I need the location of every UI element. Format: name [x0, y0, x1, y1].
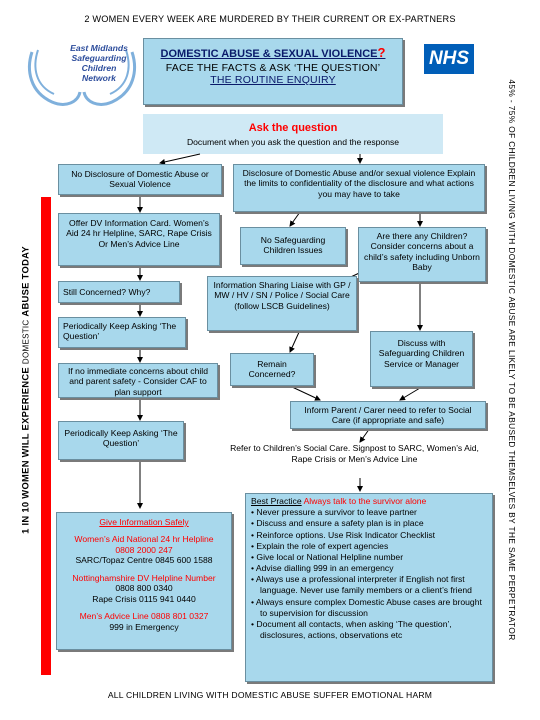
best-practice-list: Never pressure a survivor to leave partn… — [251, 507, 487, 641]
safely-box: Give Information Safely Women’s Aid Nati… — [56, 512, 232, 650]
hands-icon — [28, 49, 136, 106]
header-title: DOMESTIC ABUSE & SEXUAL VIOLENCE? — [144, 45, 402, 60]
remain-concerned-box: Remain Concerned? — [230, 353, 314, 386]
safely-heading: Give Information Safely — [99, 517, 189, 527]
best-practice-item: Always ensure complex Domestic Abuse cas… — [251, 597, 487, 619]
womens-aid-number: 0808 2000 247 — [115, 544, 173, 555]
best-practice-item: Reinforce options. Use Risk Indicator Ch… — [251, 530, 487, 541]
keep-asking-box-1: Periodically Keep Asking ‘The Question’ — [58, 317, 186, 348]
best-practice-item: Advise dialling 999 in an emergency — [251, 563, 487, 574]
no-safeguarding-box: No Safeguarding Children Issues — [240, 227, 346, 265]
info-sharing-box: Information Sharing Liaise with GP / MW … — [207, 276, 357, 331]
network-logo: East Midlands Safeguarding Children Netw… — [22, 40, 142, 112]
discuss-safeguarding-box: Discuss with Safeguarding Children Servi… — [370, 331, 473, 387]
arrow-to-remain — [289, 329, 301, 353]
womens-aid-label: Women’s Aid National 24 hr Helpline — [74, 534, 214, 545]
sarc-line: SARC/Topaz Centre 0845 600 1588 — [75, 555, 213, 566]
still-concerned-box: Still Concerned? Why? — [58, 281, 180, 303]
keep-asking-box-2: Periodically Keep Asking ‘The Question’ — [58, 421, 184, 460]
logo-text: East Midlands Safeguarding Children Netw… — [64, 43, 134, 84]
red-side-bar — [41, 197, 51, 675]
refer-social-care-text: Refer to Children’s Social Care. Signpos… — [230, 443, 479, 464]
no-concerns-box: If no immediate concerns about child and… — [58, 363, 218, 398]
header-subtitle: FACE THE FACTS & ASK ‘THE QUESTION’ — [165, 62, 381, 74]
logo-line-4: Network — [82, 72, 116, 83]
best-practice-item: Always use a professional interpreter if… — [251, 574, 487, 596]
header-routine: THE ROUTINE ENQUIRY — [210, 74, 336, 86]
header-box: DOMESTIC ABUSE & SEXUAL VIOLENCE? FACE T… — [143, 38, 403, 105]
ask-title: Ask the question — [248, 122, 338, 134]
mens-advice-line: Men’s Advice Line 0808 801 0327 — [79, 611, 209, 622]
best-practice-label: Best Practice — [251, 496, 302, 506]
best-practice-item: Discuss and ensure a safety plan is in p… — [251, 518, 487, 529]
logo-line-2: Safeguarding — [71, 52, 127, 63]
notts-number: 0808 800 0340 — [115, 583, 173, 594]
best-practice-item: Never pressure a survivor to leave partn… — [251, 507, 487, 518]
best-practice-item: Give local or National Helpline number — [251, 552, 487, 563]
arrow-to-refer — [359, 427, 371, 443]
no-disclosure-box: No Disclosure of Domestic Abuse or Sexua… — [58, 164, 222, 195]
bottom-caption: ALL CHILDREN LIVING WITH DOMESTIC ABUSE … — [107, 690, 433, 700]
arrow-to-no-safeguarding — [289, 211, 301, 227]
best-practice-item: Document all contacts, when asking ‘The … — [251, 619, 487, 641]
notts-label: Nottinghamshire DV Helpline Number — [72, 572, 216, 583]
inform-parent-box: Inform Parent / Carer need to refer to S… — [290, 401, 486, 429]
rape-crisis-line: Rape Crisis 0115 941 0440 — [92, 593, 196, 604]
best-practice-item: Explain the role of expert agencies — [251, 541, 487, 552]
ask-subtitle: Document when you ask the question and t… — [186, 137, 400, 147]
arrow-to-no-disclosure — [159, 153, 201, 165]
emergency-line: 999 in Emergency — [109, 621, 179, 632]
header-title-text: DOMESTIC ABUSE & SEXUAL VIOLENCE — [160, 48, 378, 60]
ask-banner: Ask the question Document when you ask t… — [143, 114, 443, 154]
top-caption: 2 WOMEN EVERY WEEK ARE MURDERED BY THEIR… — [84, 14, 456, 24]
best-practice-intro-text: Always talk to the survivor alone — [303, 496, 427, 506]
logo-line-3: Children — [81, 62, 117, 73]
arrow-to-inform-parent-2 — [399, 387, 421, 401]
header-title-mark: ? — [377, 45, 386, 60]
best-practice-intro: Best Practice Always talk to the survivo… — [251, 496, 487, 507]
logo-line-1: East Midlands — [70, 43, 128, 53]
best-practice-box: Best Practice Always talk to the survivo… — [245, 493, 493, 682]
offer-dv-box: Offer DV Information Card. Women’s Aid 2… — [58, 213, 220, 266]
nhs-logo: NHS — [424, 44, 474, 74]
arrow-to-inform-parent — [289, 385, 321, 401]
disclosure-box: Disclosure of Domestic Abuse and/or sexu… — [233, 164, 485, 212]
any-children-box: Are there any Children? Consider concern… — [358, 227, 486, 282]
